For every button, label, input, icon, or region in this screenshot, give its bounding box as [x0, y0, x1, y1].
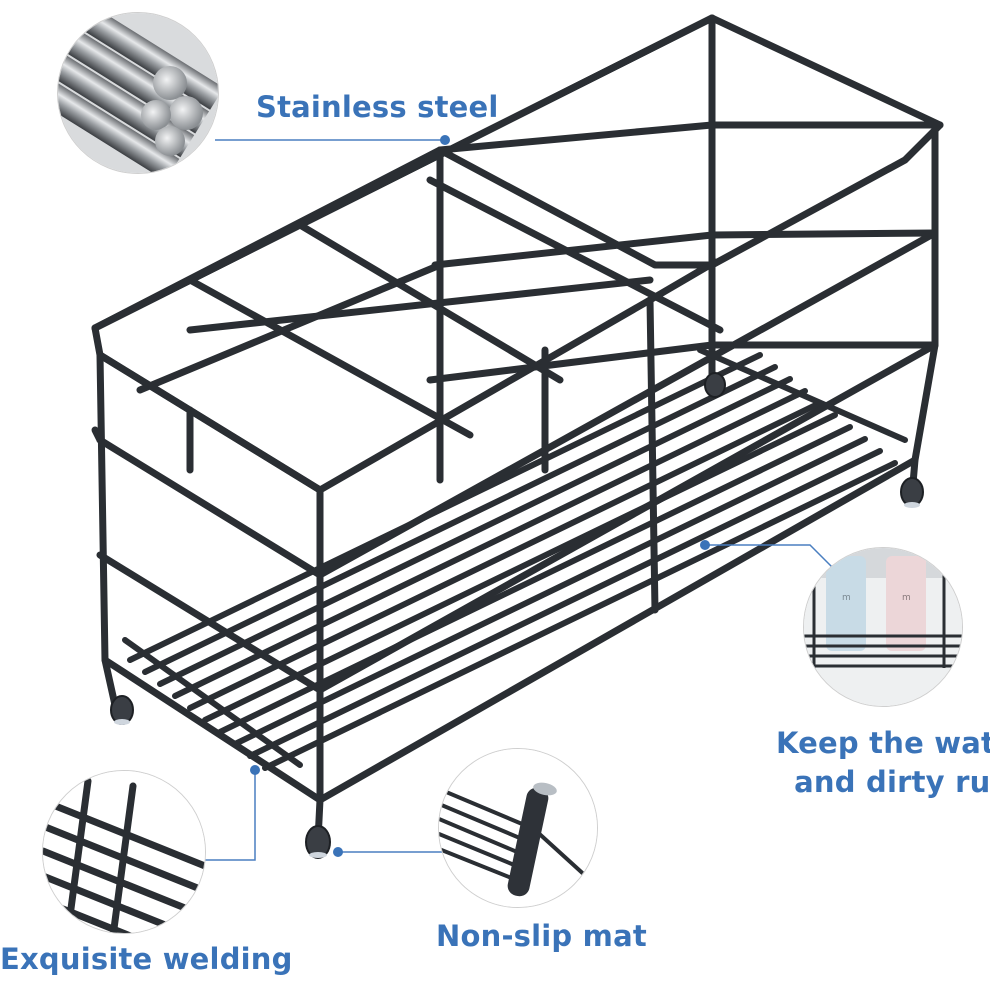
keep-water-label-line1: Keep the water [776, 726, 990, 760]
keep-water-label: Keep the water and dirty run [776, 724, 990, 802]
keep-water-label-line2: and dirty run [794, 765, 990, 799]
exquisite-welding-label: Exquisite welding [0, 942, 293, 976]
welding-detail-image [42, 770, 206, 934]
svg-text:m: m [902, 593, 911, 603]
non-slip-mat-label: Non-slip mat [436, 919, 647, 953]
non-slip-foot-detail-image [438, 748, 598, 908]
stainless-steel-detail-image [57, 12, 219, 174]
svg-text:m: m [842, 593, 851, 603]
stainless-steel-label: Stainless steel [256, 90, 499, 124]
water-drain-detail-image: m m [803, 547, 963, 707]
